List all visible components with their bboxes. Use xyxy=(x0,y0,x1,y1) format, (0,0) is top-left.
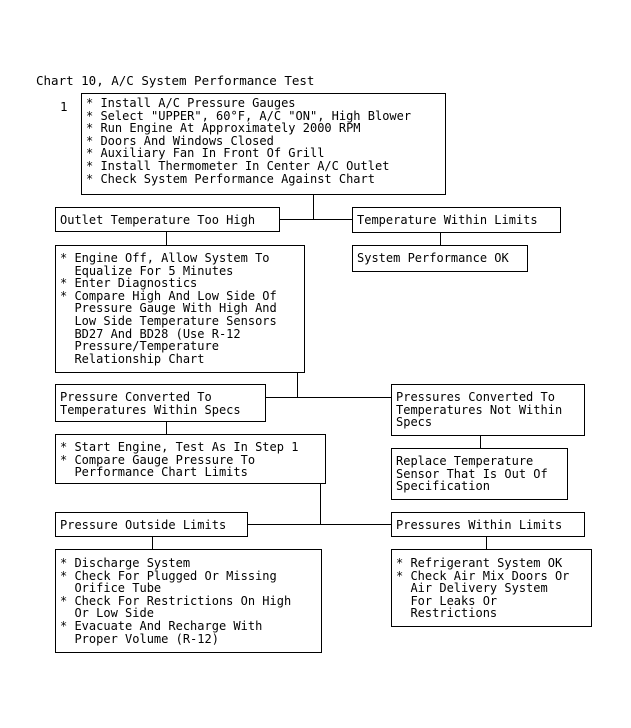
connector xyxy=(313,194,314,219)
box-text-line: Outlet Temperature Too High xyxy=(60,213,256,227)
box-text-line: Orifice Tube xyxy=(60,581,162,596)
box-text-line: Air Delivery System xyxy=(396,581,548,596)
pressure-outside-limits-box: Pressure Outside Limits xyxy=(55,512,248,537)
box-text-line: Pressure Outside Limits xyxy=(60,518,227,532)
connector xyxy=(266,397,392,398)
box-text-line: * Check Air Mix Doors Or xyxy=(396,568,570,583)
box-text-line: Restrictions xyxy=(396,606,498,621)
system-performance-ok-box: System Performance OK xyxy=(352,245,528,272)
box-text-line: Temperatures Not Within xyxy=(396,402,563,417)
step1-instructions-box: * Install A/C Pressure Gauges* Select "U… xyxy=(81,93,446,195)
box-text-line: * Discharge System xyxy=(60,556,191,570)
box-text-line: Performance Chart Limits xyxy=(60,465,248,480)
box-text-line: * Doors And Windows Closed xyxy=(86,133,274,148)
box-text-line: * Evacuate And Recharge With xyxy=(60,618,263,633)
box-text-line: Low Side Temperature Sensors xyxy=(60,313,277,328)
discharge-system-instructions-box: * Discharge System* Check For Plugged Or… xyxy=(55,549,322,653)
box-text-line: * Engine Off, Allow System To xyxy=(60,251,270,265)
box-text-line: Or Low Side xyxy=(60,606,154,621)
temperature-within-limits-box: Temperature Within Limits xyxy=(352,207,561,233)
connector xyxy=(247,524,392,525)
box-text-line: * Enter Diagnostics xyxy=(60,276,198,291)
box-text-line: * Select "UPPER", 60°F, A/C "ON", High B… xyxy=(86,108,412,123)
connector xyxy=(166,231,167,246)
box-text-line: Specs xyxy=(396,415,433,430)
box-text-line: Proper Volume (R-12) xyxy=(60,631,219,646)
box-text-line: Replace Temperature xyxy=(396,454,534,468)
box-text-line: * Refrigerant System OK xyxy=(396,556,563,570)
box-text-line: Relationship Chart xyxy=(60,351,205,366)
outlet-temperature-too-high-box: Outlet Temperature Too High xyxy=(55,207,280,232)
box-text-line: * Install Thermometer In Center A/C Outl… xyxy=(86,158,390,173)
box-text-line: System Performance OK xyxy=(357,251,509,265)
box-text-line: Temperature Within Limits xyxy=(357,213,538,227)
box-text-line: Pressure Converted To xyxy=(60,390,212,404)
step-number: 1 xyxy=(60,99,68,114)
box-text-line: Equalize For 5 Minutes xyxy=(60,263,234,278)
box-text-line: * Compare Gauge Pressure To xyxy=(60,452,256,467)
connector xyxy=(486,536,487,550)
connector xyxy=(152,536,153,550)
box-text-line: * Run Engine At Approximately 2000 RPM xyxy=(86,121,361,136)
connector xyxy=(320,457,321,524)
box-text-line: Pressure Gauge With High And xyxy=(60,301,277,316)
box-text-line: Pressure/Temperature xyxy=(60,339,219,354)
box-text-line: * Install A/C Pressure Gauges xyxy=(86,96,296,110)
box-text-line: BD27 And BD28 (Use R-12 xyxy=(60,326,241,341)
box-text-line: * Check System Performance Against Chart xyxy=(86,171,375,186)
engine-off-instructions-box: * Engine Off, Allow System To Equalize F… xyxy=(55,245,305,373)
chart-title: Chart 10, A/C System Performance Test xyxy=(36,73,315,88)
box-text-line: Specification xyxy=(396,479,490,494)
connector xyxy=(297,372,298,397)
connector xyxy=(440,232,441,246)
box-text-line: Pressures Within Limits xyxy=(396,518,563,532)
refrigerant-system-ok-box: * Refrigerant System OK* Check Air Mix D… xyxy=(391,549,592,627)
box-text-line: Sensor That Is Out Of xyxy=(396,466,548,481)
box-text-line: For Leaks Or xyxy=(396,593,498,608)
start-engine-instructions-box: * Start Engine, Test As In Step 1* Compa… xyxy=(55,434,326,484)
pressures-within-limits-box: Pressures Within Limits xyxy=(391,512,585,537)
box-text-line: Temperatures Within Specs xyxy=(60,402,241,417)
connector xyxy=(279,219,353,220)
box-text-line: * Auxiliary Fan In Front Of Grill xyxy=(86,146,325,161)
box-text-line: Pressures Converted To xyxy=(396,390,555,404)
connector xyxy=(480,435,481,449)
connector xyxy=(166,421,167,435)
box-text-line: * Compare High And Low Side Of xyxy=(60,288,277,303)
box-text-line: * Start Engine, Test As In Step 1 xyxy=(60,440,299,454)
box-text-line: * Check For Plugged Or Missing xyxy=(60,568,277,583)
box-text-line: * Check For Restrictions On High xyxy=(60,593,292,608)
